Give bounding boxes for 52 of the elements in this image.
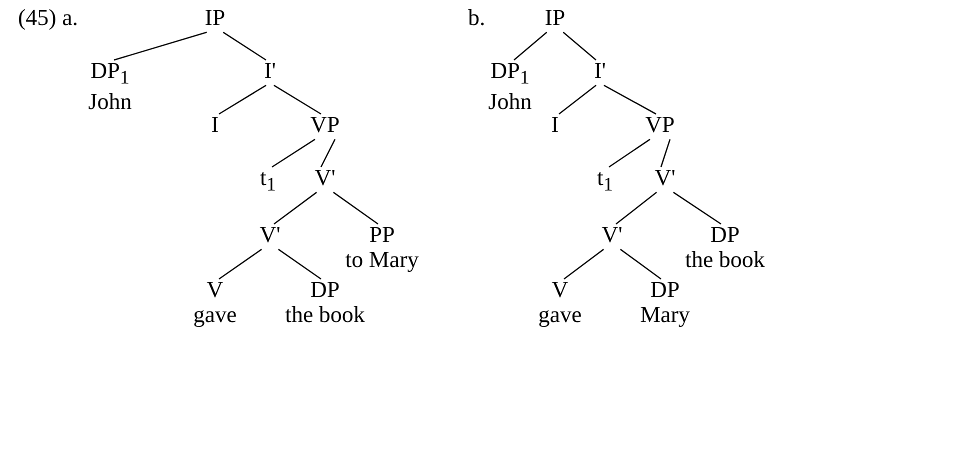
example-label: (45) a. — [18, 5, 78, 30]
tree-branch — [274, 192, 317, 225]
tree-branch — [616, 192, 658, 225]
category-label: I' — [264, 58, 276, 84]
tree-branch — [564, 248, 604, 280]
category-label: V' — [314, 165, 336, 190]
tree-branch — [514, 32, 548, 60]
tree-branch — [222, 32, 266, 61]
tree-branch — [218, 84, 266, 115]
category-label: DP$_{1}$ — [490, 58, 530, 89]
tree-branch — [660, 139, 671, 168]
tree-branch — [320, 139, 336, 168]
tree-branch — [218, 248, 262, 280]
category-label: V' — [260, 222, 280, 248]
word-label: the book — [285, 302, 365, 328]
category-label: VP — [310, 112, 340, 138]
tree-branch — [562, 32, 596, 60]
word-label: gave — [538, 302, 582, 328]
category-label: IP — [544, 5, 566, 30]
word-label: John — [88, 88, 132, 114]
category-label: V' — [602, 222, 622, 248]
word-label: the book — [685, 247, 765, 273]
category-label: I — [211, 112, 219, 138]
tree-branch — [114, 32, 207, 61]
category-label: I' — [594, 58, 606, 84]
tree-branch — [604, 84, 656, 115]
category-label: V — [206, 277, 224, 302]
category-label: DP — [709, 222, 741, 248]
tree-branch — [620, 248, 662, 280]
category-label: PP — [368, 222, 396, 248]
category-label: V — [550, 277, 570, 302]
word-label: gave — [193, 302, 237, 328]
tree-branch — [278, 248, 322, 280]
category-label: DP — [309, 277, 341, 302]
word-label: to Mary — [345, 247, 419, 273]
tree-branch — [333, 192, 378, 225]
category-label: I — [551, 112, 559, 138]
word-label: Mary — [640, 302, 690, 328]
category-label: IP — [204, 5, 226, 30]
tree-branch — [558, 84, 596, 115]
category-label: V' — [654, 165, 676, 190]
tree-branch — [608, 138, 650, 168]
example-label: b. — [468, 5, 486, 30]
word-label: John — [488, 88, 532, 114]
category-label: DP — [649, 277, 681, 302]
category-label: DP$_{1}$ — [90, 58, 130, 89]
tree-branch — [272, 138, 316, 168]
category-label: VP — [645, 112, 675, 138]
category-label: t$_{1}$ — [597, 165, 613, 196]
tree-branch — [673, 192, 722, 225]
tree-branch — [274, 84, 322, 115]
category-label: t$_{1}$ — [260, 165, 276, 196]
